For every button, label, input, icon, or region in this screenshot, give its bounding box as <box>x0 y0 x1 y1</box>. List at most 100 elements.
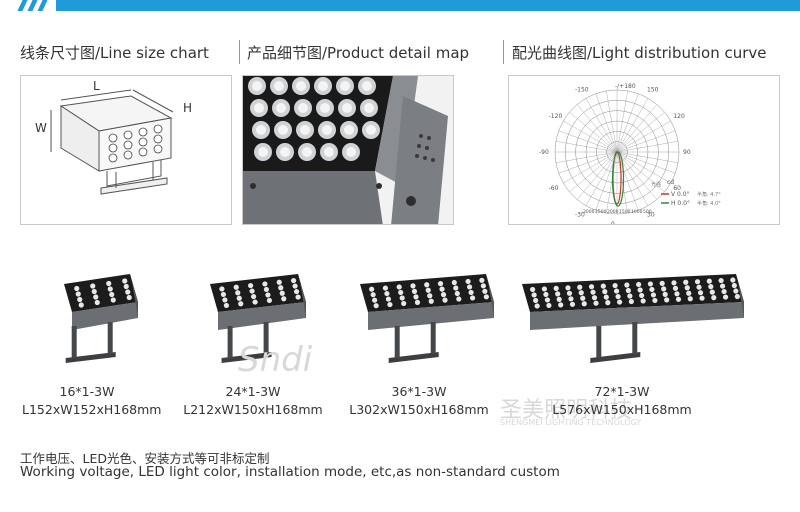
polar-angle-label: 120 <box>673 113 685 120</box>
lamp-led <box>531 292 537 298</box>
lamp-led <box>555 291 561 297</box>
polar-spoke <box>563 120 618 153</box>
lamp-face <box>64 274 138 312</box>
lamp-led <box>293 288 300 295</box>
model-spec: 16*1-3W <box>59 384 115 399</box>
lamp-led <box>265 292 271 298</box>
detail-led-lens <box>320 103 330 113</box>
lamp-led <box>730 277 736 283</box>
polar-spoke <box>616 104 658 153</box>
polar-spoke <box>616 151 658 200</box>
lamp-led <box>398 289 404 296</box>
lamp-led <box>373 303 379 309</box>
lamp-body <box>218 302 306 330</box>
heading-divider <box>239 40 240 64</box>
lamp-led <box>413 294 419 300</box>
polar-top-label: -/+180 <box>615 83 636 90</box>
legend-v-beam: 半角: 4.7° <box>697 191 721 198</box>
polar-spoke <box>555 141 618 153</box>
model-spec: 36*1-3W <box>391 384 447 399</box>
detail-led-lens <box>276 103 286 113</box>
polar-radial-label: 1000 <box>631 209 643 215</box>
screw <box>376 183 382 189</box>
lamp-face <box>360 274 494 312</box>
lamp-led <box>106 280 112 287</box>
floodlight-36 <box>360 274 494 363</box>
lamp-led <box>625 287 631 294</box>
lamp-body <box>72 302 138 330</box>
lamp-led <box>546 302 552 309</box>
lamp-led <box>125 289 131 295</box>
detail-led-lens <box>256 125 266 135</box>
lamp-led <box>483 294 489 300</box>
lamp-led <box>235 290 241 296</box>
polar-spoke <box>585 151 618 206</box>
detail-led-lens <box>258 147 268 157</box>
lamp-bracket-arm <box>71 326 77 358</box>
lamp-led <box>543 291 549 298</box>
model-dims: L576xW150xH168mm <box>552 402 692 417</box>
lamp-led <box>396 284 402 290</box>
polar-radial-label: 2500 <box>595 209 607 215</box>
legend-h-label: H 0.0° <box>671 200 690 207</box>
lamp-led <box>370 292 376 298</box>
detail-led-lens <box>298 103 308 113</box>
lamp-led <box>387 301 393 308</box>
lamp-led <box>639 292 645 299</box>
lamp-led <box>590 289 596 295</box>
lamp-led <box>385 296 392 302</box>
polar-spoke <box>616 151 679 163</box>
detail-led-lens <box>364 103 374 113</box>
lamp-led <box>410 283 416 289</box>
detail-led-lens <box>340 81 350 91</box>
lamp-led <box>627 293 633 299</box>
lamp-led <box>568 296 574 302</box>
lamp-led <box>369 286 375 292</box>
detail-led-lens <box>324 147 334 157</box>
polar-spoke <box>616 93 639 153</box>
lamp-led <box>696 284 702 290</box>
heading-line-size: 线条尺寸图/Line size chart <box>20 44 209 62</box>
lamp-led <box>292 283 298 289</box>
lamp-led <box>558 302 564 308</box>
lamp-led <box>684 285 690 291</box>
polar-spoke <box>558 151 618 174</box>
line-size-panel: L H W <box>20 75 232 225</box>
polar-spoke <box>616 151 676 174</box>
lamp-led <box>734 293 740 300</box>
lamp-led <box>123 283 129 290</box>
lamp-led <box>671 280 677 286</box>
lamp-led <box>652 297 658 304</box>
lamp-led <box>647 281 654 287</box>
polar-angle-label: 90 <box>683 149 691 156</box>
custom-note-en: Working voltage, LED light color, instal… <box>20 464 560 480</box>
polar-angle-label: -30 <box>575 211 585 218</box>
header-bar <box>0 0 800 14</box>
height-label: H <box>183 101 192 115</box>
lamp-led <box>709 289 715 295</box>
lamp-led <box>482 288 488 294</box>
lamp-led <box>674 291 680 297</box>
lamp-led <box>694 279 701 285</box>
lamp-led <box>281 296 287 302</box>
lamp-led <box>731 282 737 289</box>
lamp-bracket-arm <box>263 322 269 354</box>
polar-angle-label: -60 <box>549 185 559 192</box>
detail-led-lens <box>366 125 376 135</box>
polar-angle-label: 150 <box>647 87 659 94</box>
detail-led-lens <box>296 81 306 91</box>
polar-curves <box>611 151 625 207</box>
lamp-led <box>534 303 540 309</box>
lamp-bracket-base <box>590 352 641 363</box>
header-stripe <box>17 0 28 11</box>
polar-spoke <box>555 151 618 163</box>
lamp-led <box>249 288 255 294</box>
lamp-led <box>279 290 285 296</box>
lamp-led <box>238 301 244 307</box>
lamp-led <box>110 297 116 303</box>
polar-spoke <box>616 151 671 184</box>
lamp-led <box>699 295 705 301</box>
polar-spoke <box>616 130 676 153</box>
detail-led-lens <box>346 147 356 157</box>
